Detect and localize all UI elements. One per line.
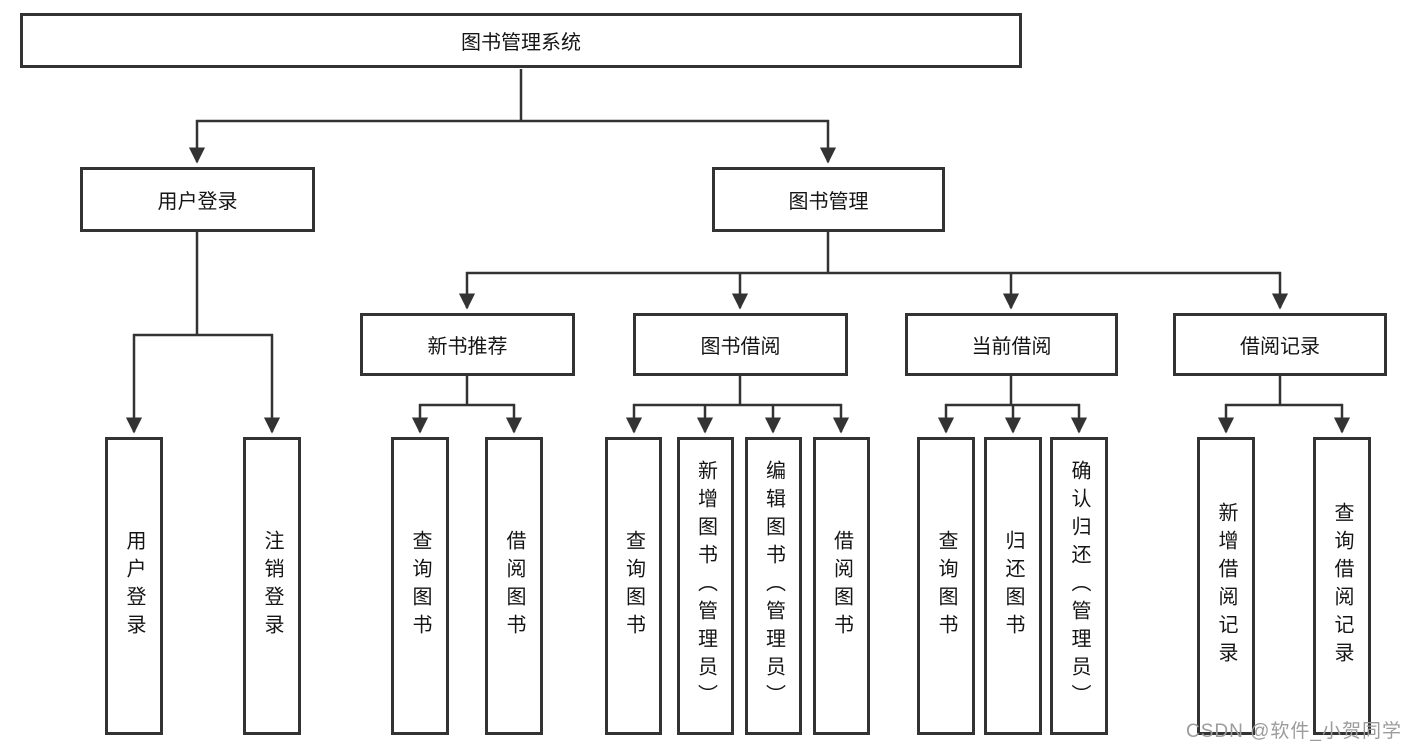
node-label: 查询借阅记录	[1331, 502, 1353, 670]
leaf-records-add-borrow-record: 新增借阅记录	[1197, 437, 1255, 735]
leaf-user-login: 用户登录	[105, 437, 163, 735]
node-label: 图书管理	[788, 191, 869, 213]
csdn-watermark: CSDN @软件_小贺同学	[1186, 721, 1402, 742]
node-label: 借阅记录	[1240, 336, 1320, 358]
leaf-logout-login: 注销登录	[243, 437, 301, 735]
node-label: 新增借阅记录	[1215, 502, 1237, 670]
node-book-management: 图书管理	[712, 167, 945, 232]
node-library-management-system: 图书管理系统	[20, 13, 1022, 68]
leaf-borrow-edit-books-admin: 编辑图书（管理员）	[745, 437, 802, 735]
node-label: 确认归还（管理员）	[1068, 460, 1090, 712]
node-label: 用户登录	[123, 530, 145, 642]
leaf-borrow-query-books: 查询图书	[605, 437, 662, 735]
node-user-login: 用户登录	[80, 167, 315, 232]
node-label: 借阅图书	[503, 530, 525, 642]
node-label: 图书借阅	[700, 336, 781, 358]
node-label: 新增图书（管理员）	[694, 460, 717, 712]
node-new-book-recommendation: 新书推荐	[360, 313, 575, 376]
leaf-borrow-borrow-books: 借阅图书	[813, 437, 870, 735]
leaf-current-return-books: 归还图书	[984, 437, 1042, 735]
leaf-records-query-borrow-record: 查询借阅记录	[1313, 437, 1371, 735]
leaf-recommend-borrow-books: 借阅图书	[485, 437, 543, 735]
node-current-borrowing: 当前借阅	[905, 313, 1118, 376]
node-label: 归还图书	[1002, 530, 1024, 642]
node-label: 查询图书	[935, 530, 957, 642]
leaf-recommend-query-books: 查询图书	[391, 437, 449, 735]
node-label: 新书推荐	[427, 336, 508, 358]
leaf-borrow-add-books-admin: 新增图书（管理员）	[677, 437, 734, 735]
node-label: 查询图书	[622, 530, 645, 642]
node-label: 编辑图书（管理员）	[762, 460, 785, 712]
node-label: 当前借阅	[971, 336, 1052, 358]
node-book-borrowing: 图书借阅	[633, 313, 848, 376]
node-label: 图书管理系统	[461, 32, 581, 54]
node-label: 注销登录	[261, 530, 283, 642]
node-label: 借阅图书	[830, 530, 853, 642]
node-label: 用户登录	[157, 191, 238, 213]
leaf-current-confirm-return-admin: 确认归还（管理员）	[1050, 437, 1108, 735]
node-label: 查询图书	[409, 530, 431, 642]
leaf-current-query-books: 查询图书	[917, 437, 975, 735]
node-borrowing-records: 借阅记录	[1173, 313, 1387, 376]
